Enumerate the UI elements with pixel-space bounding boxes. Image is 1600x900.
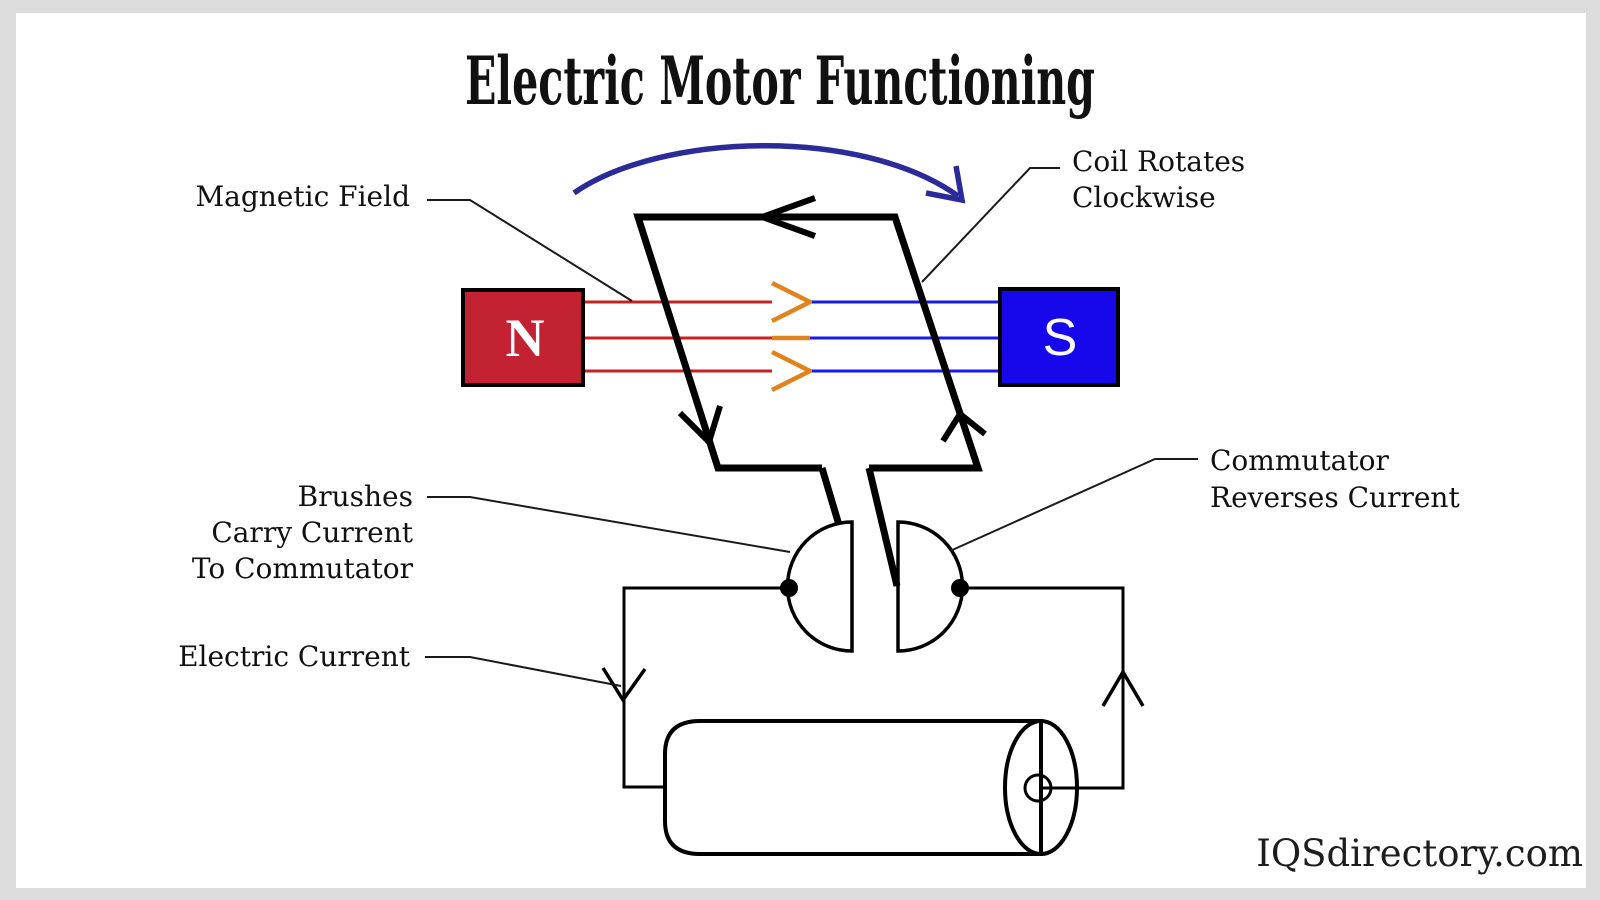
field-arrowhead-icon-3: [770, 349, 816, 393]
canvas: [16, 13, 1586, 888]
current-arrow-down-icon: [601, 667, 647, 704]
coil-current-arrow-top-icon: [753, 195, 817, 239]
circuit-wire-right: [960, 586, 1125, 790]
label-electric-current: Electric Current: [178, 640, 411, 673]
label-brushes-line1: Brushes: [298, 480, 413, 513]
page-title: Electric Motor Functioning: [465, 42, 1095, 120]
rotation-arrow: [572, 143, 966, 204]
watermark: IQSdirectory.com: [1256, 832, 1583, 875]
coil-current-arrow-right-icon: [940, 409, 987, 443]
magnet-south: S: [998, 287, 1120, 387]
callout-magnetic-field: [427, 199, 633, 302]
brush-contact-right: [951, 579, 969, 597]
magnet-north-body: [461, 288, 585, 387]
rotation-arrow-curve: [572, 143, 960, 199]
callout-electric-current: [425, 656, 622, 687]
coil-lead-right: [865, 467, 901, 587]
magnet-south-body: [998, 287, 1120, 387]
callout-brushes: [427, 496, 791, 553]
magnet-south-label: S: [1043, 309, 1078, 367]
field-arrowhead-icon-1: [770, 280, 816, 324]
label-commutator-line1: Commutator: [1210, 444, 1389, 477]
callout-coil-rotates: [921, 167, 1060, 283]
magnetic-field-lines: [583, 280, 1000, 393]
coil-current-arrow-left-icon: [677, 405, 723, 448]
battery-body: [663, 719, 1043, 856]
current-arrow-up-icon: [1101, 668, 1145, 707]
label-magnetic-field: Magnetic Field: [195, 180, 410, 213]
magnet-north: N: [461, 288, 585, 387]
brush-contact-left: [780, 579, 798, 597]
magnet-north-label: N: [506, 308, 545, 368]
label-coil-rotates-line1: Coil Rotates: [1072, 145, 1245, 178]
label-commutator-line2: Reverses Current: [1210, 481, 1460, 514]
battery-terminal: [1023, 773, 1053, 803]
label-brushes-line3: To Commutator: [192, 552, 414, 585]
circuit-wire-left: [622, 586, 789, 789]
label-brushes-line2: Carry Current: [211, 516, 413, 549]
label-coil-rotates-line2: Clockwise: [1072, 181, 1216, 214]
rotation-arrowhead-icon: [925, 165, 966, 204]
callout-commutator: [949, 458, 1198, 552]
coil-lead-left: [818, 466, 843, 527]
